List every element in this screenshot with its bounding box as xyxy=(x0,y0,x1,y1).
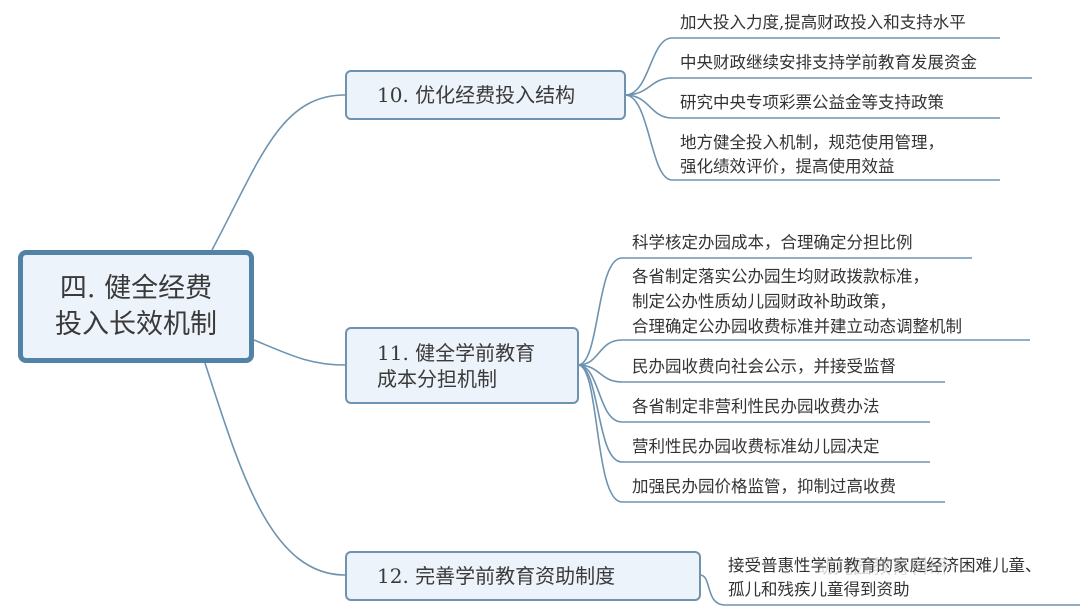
branch-11: 11. 健全学前教育成本分担机制 xyxy=(345,327,579,404)
connector-leaf xyxy=(624,37,1000,96)
leaf-text: 制定公办性质幼儿园财政补助政策， xyxy=(632,292,896,311)
leaf-text: 孤儿和残疾儿童得到资助 xyxy=(728,580,910,599)
connector-root-11 xyxy=(253,339,346,366)
watermark: 幼儿园教育科研 xyxy=(815,556,949,578)
connector-leaf xyxy=(624,94,1000,181)
leaf-text: 科学核定办园成本，合理确定分担比例 xyxy=(632,233,913,252)
root-title-line1: 四. 健全经费 xyxy=(59,272,213,304)
root-title-line2: 投入长效机制 xyxy=(55,308,217,340)
leaf-11-2: 各省制定落实公办园生均财政拨款标准， 制定公办性质幼儿园财政补助政策， 合理确定公办… xyxy=(632,264,962,339)
leaf-text: 民办园收费向社会公示，并接受监督 xyxy=(632,357,896,376)
leaf-text: 中央财政继续安排支持学前教育发展资金 xyxy=(680,53,977,72)
branch-label: 10. 优化经费投入结构 xyxy=(377,83,576,107)
leaf-text: 加强民办园价格监管，抑制过高收费 xyxy=(632,477,896,496)
leaf-text: 地方健全投入机制，规范使用管理， xyxy=(680,133,944,152)
branch-10: 10. 优化经费投入结构 xyxy=(345,70,626,120)
leaf-text: 各省制定非营利性民办园收费办法 xyxy=(632,397,880,416)
leaf-text: 研究中央专项彩票公益金等支持政策 xyxy=(680,93,944,112)
leaf-11-3: 民办园收费向社会公示，并接受监督 xyxy=(632,355,896,379)
connector-leaf xyxy=(577,339,1030,366)
leaf-10-1: 加大投入力度,提高财政投入和支持水平 xyxy=(680,11,966,35)
connector-leaf xyxy=(624,77,1032,96)
leaf-text: 强化绩效评价，提高使用效益 xyxy=(680,157,895,176)
leaf-10-2: 中央财政继续安排支持学前教育发展资金 xyxy=(680,51,977,75)
leaf-text: 合理确定公办园收费标准并建立动态调整机制 xyxy=(632,317,962,336)
connector-leaf xyxy=(577,364,930,423)
leaf-11-6: 加强民办园价格监管，抑制过高收费 xyxy=(632,475,896,499)
connector-root-10 xyxy=(211,94,346,251)
connector-leaf xyxy=(577,364,930,463)
branch-label-line2: 成本分担机制 xyxy=(377,366,497,391)
connector-leaf xyxy=(577,364,945,503)
connector-leaf xyxy=(577,257,972,366)
connector-leaf xyxy=(624,94,1000,119)
connector-leaf xyxy=(699,574,1080,606)
root-node: 四. 健全经费投入长效机制 xyxy=(18,250,254,363)
connector-leaf xyxy=(577,364,945,383)
leaf-10-3: 研究中央专项彩票公益金等支持政策 xyxy=(680,91,944,115)
leaf-text: 接受普惠性学前教育的家庭经济困难儿童、 xyxy=(728,556,1042,575)
leaf-text: 加大投入力度,提高财政投入和支持水平 xyxy=(680,13,966,32)
branch-label-line1: 11. 健全学前教育 xyxy=(377,340,536,365)
leaf-text: 各省制定落实公办园生均财政拨款标准， xyxy=(632,267,929,286)
leaf-11-1: 科学核定办园成本，合理确定分担比例 xyxy=(632,231,913,255)
branch-label: 12. 完善学前教育资助制度 xyxy=(377,564,616,588)
connector-root-12 xyxy=(204,362,346,576)
leaf-11-5: 营利性民办园收费标准幼儿园决定 xyxy=(632,435,880,459)
leaf-12-1: 接受普惠性学前教育的家庭经济困难儿童、孤儿和残疾儿童得到资助 xyxy=(728,554,1042,602)
leaf-10-4: 地方健全投入机制，规范使用管理， 强化绩效评价，提高使用效益 xyxy=(680,131,944,179)
leaf-text: 营利性民办园收费标准幼儿园决定 xyxy=(632,437,880,456)
branch-12: 12. 完善学前教育资助制度 xyxy=(345,551,701,601)
leaf-11-4: 各省制定非营利性民办园收费办法 xyxy=(632,395,880,419)
